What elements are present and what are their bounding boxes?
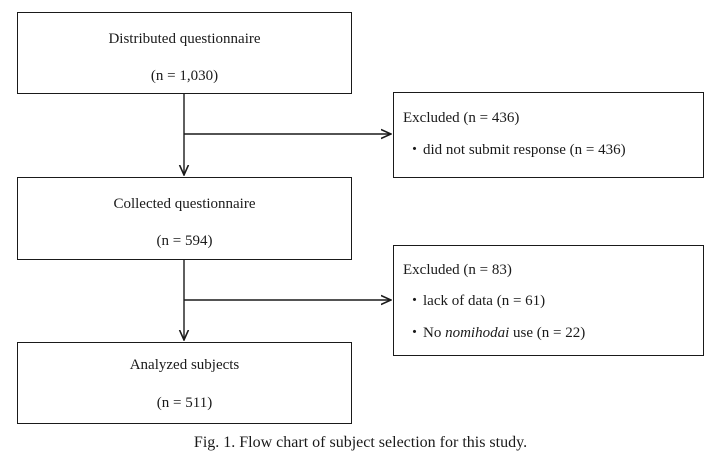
analyzed-count: (n = 511): [156, 395, 213, 411]
distributed-count: (n = 1,030): [150, 68, 219, 84]
excluded-2-item-no-nomihodai: ・No nomihodai use (n = 22): [407, 324, 585, 342]
bullet-icon: ・: [407, 293, 423, 309]
analyzed-subjects-box: Analyzed subjects (n = 511): [17, 342, 352, 424]
distributed-title: Distributed questionnaire: [108, 31, 261, 47]
excluded-2-item-text: lack of data (n = 61): [423, 293, 546, 309]
excluded-box-1: Excluded (n = 436) ・did not submit respo…: [393, 92, 704, 178]
excluded-1-item-text: did not submit response (n = 436): [423, 142, 626, 158]
excluded-2-item-pre: No: [423, 325, 446, 341]
distributed-questionnaire-box: Distributed questionnaire (n = 1,030): [17, 12, 352, 94]
collected-title: Collected questionnaire: [113, 196, 256, 212]
excluded-1-item: ・did not submit response (n = 436): [407, 141, 626, 159]
collected-count: (n = 594): [156, 233, 213, 249]
collected-questionnaire-box: Collected questionnaire (n = 594): [17, 177, 352, 260]
analyzed-title: Analyzed subjects: [129, 357, 240, 373]
excluded-1-title: Excluded (n = 436): [403, 110, 520, 126]
excluded-box-2: Excluded (n = 83) ・lack of data (n = 61)…: [393, 245, 704, 356]
bullet-icon: ・: [407, 142, 423, 158]
excluded-2-title: Excluded (n = 83): [403, 262, 512, 278]
excluded-2-item-post: use (n = 22): [509, 325, 586, 341]
excluded-2-item-lack-of-data: ・lack of data (n = 61): [407, 292, 545, 310]
bullet-icon: ・: [407, 325, 423, 341]
excluded-2-item-em: nomihodai: [445, 325, 510, 341]
figure-caption: Fig. 1. Flow chart of subject selection …: [193, 434, 528, 451]
